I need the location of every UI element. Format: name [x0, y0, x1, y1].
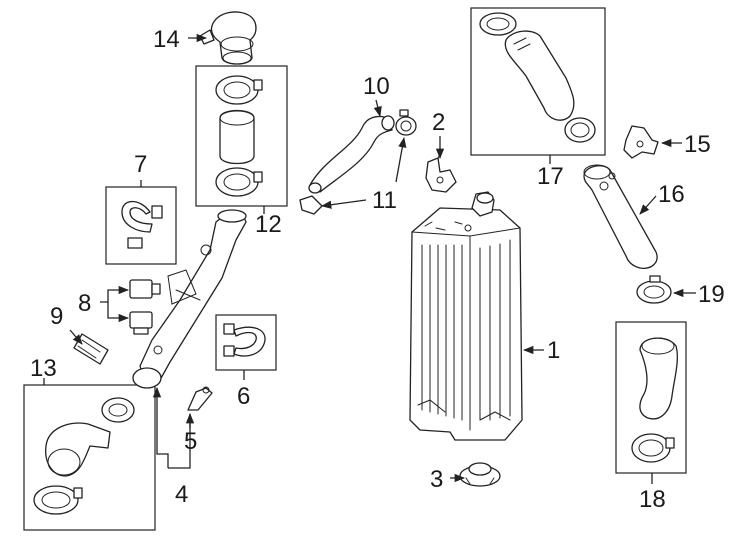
- hose-group-part-17: [479, 12, 596, 143]
- charge-air-pipe-part: [132, 209, 247, 389]
- group-box-17: [470, 7, 606, 156]
- callout-7: 7: [134, 151, 147, 178]
- callout-5: 5: [184, 428, 197, 455]
- callout-4: 4: [175, 481, 188, 508]
- callout-17: 17: [537, 163, 564, 190]
- intercooler-part: [409, 191, 523, 441]
- pipe-part-16: [583, 164, 658, 269]
- callout-13: 13: [30, 355, 57, 382]
- callout-6: 6: [237, 383, 250, 410]
- sensor-part-5: [187, 386, 213, 411]
- group-box-6: [215, 314, 277, 371]
- callout-15: 15: [684, 131, 711, 158]
- group-box-13: [23, 384, 156, 531]
- elbow-part-14: [199, 11, 257, 65]
- hose-group-part-13: [33, 397, 135, 515]
- callout-16: 16: [658, 181, 685, 208]
- hose-part-6: [223, 323, 266, 357]
- sensor-part-15: [623, 125, 659, 159]
- group-box-12: [195, 65, 288, 207]
- hose-group-part-18: [631, 337, 678, 463]
- hose-part-10: [308, 115, 395, 194]
- callout-8: 8: [78, 290, 91, 317]
- callout-10: 10: [363, 73, 390, 100]
- bracket-part: [425, 151, 457, 193]
- callout-19: 19: [698, 281, 725, 308]
- callout-1: 1: [547, 337, 560, 364]
- drain-cap-part: [459, 462, 501, 487]
- clip-part-9: [73, 333, 109, 365]
- intercooler-fins: [421, 239, 511, 421]
- callout-11: 11: [372, 187, 397, 214]
- vacuum-hose-part-7: [121, 200, 163, 249]
- callout-9: 9: [50, 303, 63, 330]
- group-box-18: [615, 321, 687, 474]
- callout-3: 3: [430, 466, 443, 493]
- solenoid-valve-part-8: [129, 279, 161, 335]
- callout-12: 12: [255, 211, 282, 238]
- callout-14: 14: [153, 26, 180, 53]
- clamp-part-11: [299, 109, 417, 215]
- hose-group-part-12: [215, 75, 263, 197]
- callout-2: 2: [432, 109, 445, 136]
- leader-lines: [43, 33, 696, 484]
- clamp-part-19: [636, 275, 672, 304]
- callout-18: 18: [639, 486, 666, 513]
